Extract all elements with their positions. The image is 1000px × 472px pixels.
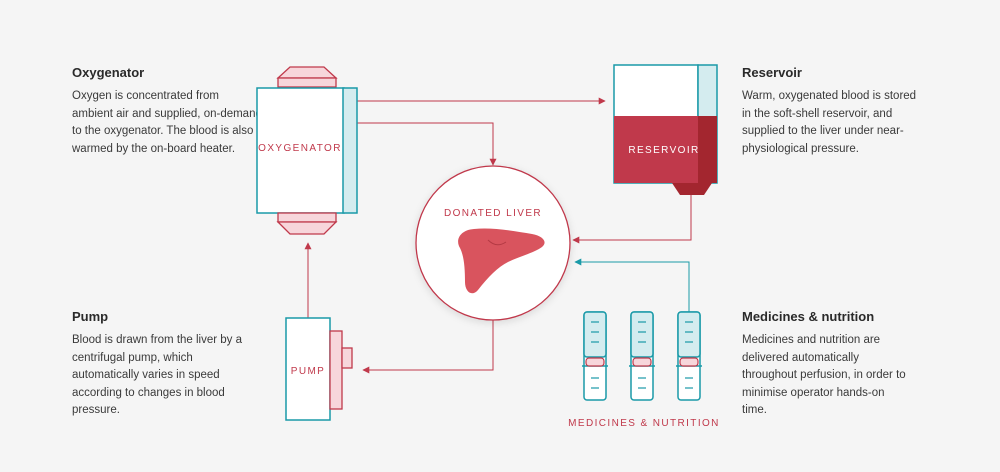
syringe xyxy=(582,312,608,400)
reservoir-label: RESERVOIR xyxy=(628,145,699,156)
flow-reservoir-to-liver xyxy=(573,195,691,240)
oxygenator-top-cap xyxy=(278,67,336,78)
oxygenator-bottom-cap xyxy=(278,222,336,234)
syringe xyxy=(629,312,655,400)
pump-side-panel xyxy=(330,331,342,409)
reservoir-unit: RESERVOIR xyxy=(614,65,717,195)
reservoir-outlet xyxy=(672,183,712,195)
oxygenator-unit: OXYGENATOR xyxy=(257,67,357,234)
flow-oxygenator-to-liver xyxy=(357,123,493,165)
syringe xyxy=(676,312,702,400)
flow-liver-to-pump xyxy=(363,320,493,370)
medicines-label: MEDICINES & NUTRITION xyxy=(568,418,720,429)
oxygenator-label: OXYGENATOR xyxy=(258,143,342,154)
pump-unit: PUMP xyxy=(286,318,352,420)
flow-medicines-to-liver xyxy=(575,262,689,312)
oxygenator-side-panel xyxy=(343,88,357,213)
liver-unit: DONATED LIVER xyxy=(416,166,570,320)
syringes: MEDICINES & NUTRITION xyxy=(568,312,720,429)
liver-label: DONATED LIVER xyxy=(444,208,542,219)
pump-label: PUMP xyxy=(291,366,326,377)
